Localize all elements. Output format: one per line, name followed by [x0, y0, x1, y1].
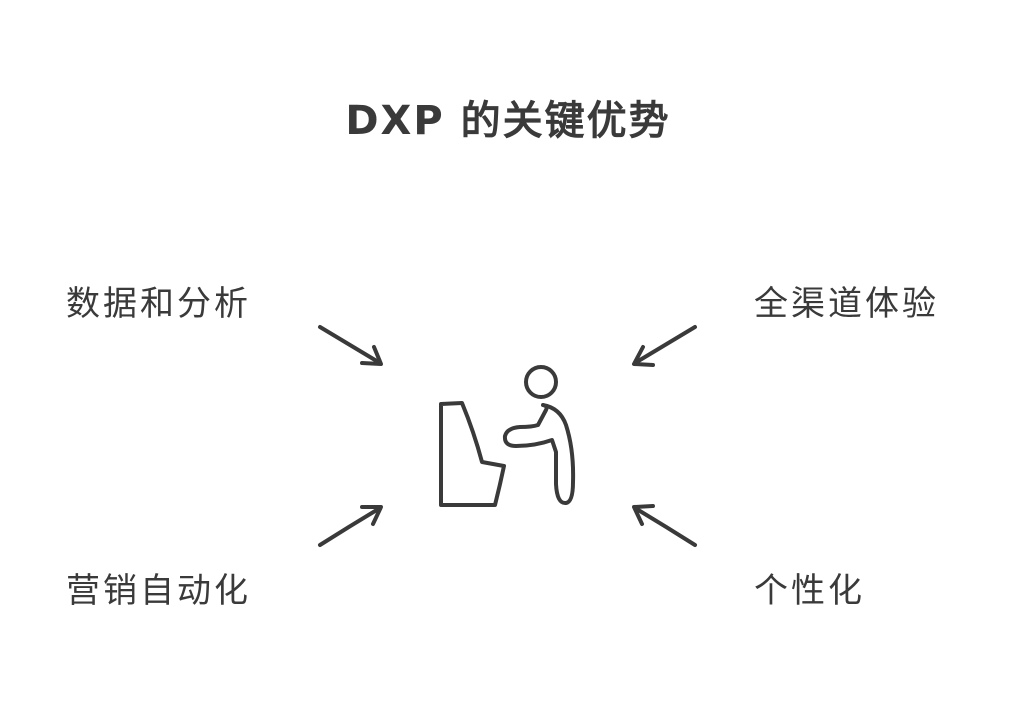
arrow-top-right-icon: [632, 325, 697, 367]
arrow-bottom-right-icon: [632, 504, 697, 547]
label-marketing-automation: 营销自动化: [66, 571, 251, 611]
label-omnichannel-experience: 全渠道体验: [754, 284, 939, 324]
diagram-title: DXP 的关键优势: [345, 98, 671, 144]
arrow-bottom-left-icon: [318, 505, 383, 547]
label-data-analytics: 数据和分析: [66, 284, 251, 324]
person-at-kiosk-icon: [439, 365, 576, 507]
arrow-top-left-icon: [318, 325, 383, 366]
label-personalization: 个性化: [754, 571, 865, 611]
